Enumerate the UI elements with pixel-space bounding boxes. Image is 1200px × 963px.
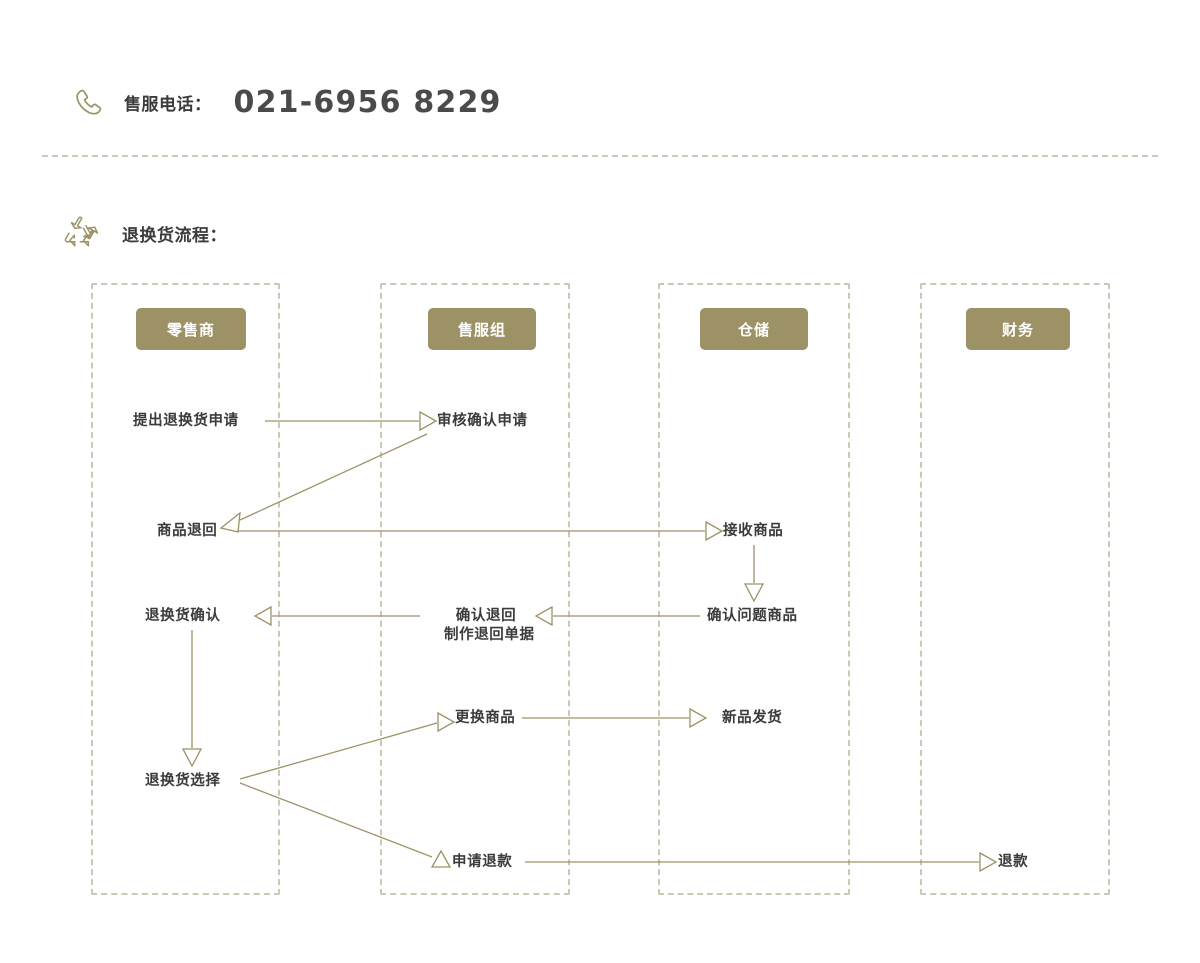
recycle-icon [62,213,102,253]
node-return-confirmed: 退换货确认 [145,608,221,624]
service-phone-row: 售服电话： 021-6956 8229 [72,78,502,126]
node-request-refund: 申请退款 [452,854,513,870]
phone-handset-icon [72,85,106,119]
node-apply-return: 提出退换货申请 [133,413,239,429]
lane-service [380,283,570,895]
lane-header-warehouse: 仓储 [700,308,808,350]
service-phone-number: 021-6956 8229 [233,84,502,120]
node-receive-goods: 接收商品 [723,523,784,539]
lane-header-retailer: 零售商 [136,308,246,350]
lane-warehouse [658,283,850,895]
node-refund: 退款 [998,854,1029,870]
node-confirm-return-line2: 制作退回单据 [444,627,535,643]
lane-finance [920,283,1110,895]
lane-retailer [91,283,280,895]
lane-header-finance: 财务 [966,308,1070,350]
node-ship-new: 新品发货 [722,710,783,726]
node-confirm-return: 确认退回 制作退回单据 [444,607,534,645]
service-phone-label: 售服电话： [124,94,212,114]
node-confirm-return-line1: 确认退回 [455,608,517,624]
node-confirm-defect: 确认问题商品 [707,608,798,624]
node-goods-returned: 商品退回 [157,523,218,539]
section-title: 退换货流程： [122,225,227,245]
lane-header-service: 售服组 [428,308,536,350]
section-header: 退换货流程： [62,210,227,256]
node-exchange-goods: 更换商品 [455,710,516,726]
header-divider [42,155,1158,157]
node-review-confirm: 审核确认申请 [437,413,528,429]
node-return-choice: 退换货选择 [145,773,221,789]
